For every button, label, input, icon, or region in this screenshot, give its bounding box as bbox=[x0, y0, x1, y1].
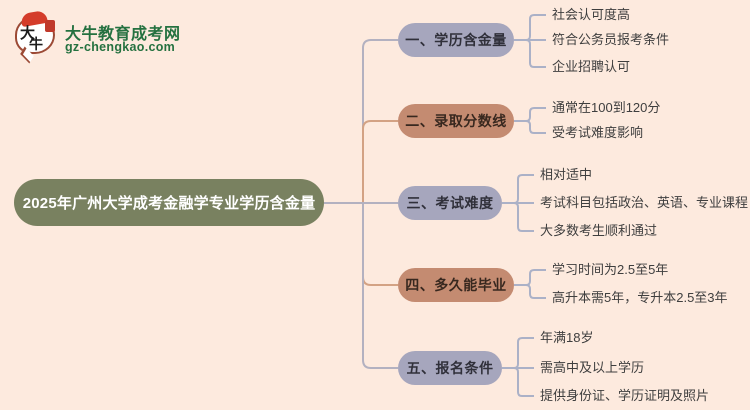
leaf-item: 社会认可度高 bbox=[552, 7, 631, 22]
leaf-item: 提供身份证、学历证明及照片 bbox=[540, 388, 710, 403]
leaf-item: 年满18岁 bbox=[540, 330, 594, 345]
wire-branch-1 bbox=[362, 39, 398, 203]
bracket-1-1 bbox=[514, 14, 546, 41]
leaf-item: 考试科目包括政治、英语、专业课程 bbox=[540, 195, 749, 210]
leaf-item: 大多数考生顺利通过 bbox=[540, 223, 658, 238]
logo-bubble-char: 牛 bbox=[29, 36, 43, 52]
bracket-2-1 bbox=[514, 107, 546, 122]
site-url: gz-chengkao.com bbox=[65, 40, 176, 54]
leaf-item: 学习时间为2.5至5年 bbox=[552, 262, 669, 277]
leaf-item: 通常在100到120分 bbox=[552, 100, 661, 115]
leaf-item: 高升本需5年，专升本2.5至3年 bbox=[552, 290, 728, 305]
bracket-4-1 bbox=[514, 269, 546, 286]
wire-branch-2 bbox=[362, 120, 398, 203]
leaf-item: 相对适中 bbox=[540, 167, 593, 182]
root-node: 2025年广州大学成考金融学专业学历含金量 bbox=[14, 179, 324, 226]
branch-node-3: 三、考试难度 bbox=[398, 186, 502, 220]
branch-node-2: 二、录取分数线 bbox=[398, 104, 514, 138]
bracket-1-3 bbox=[514, 39, 546, 68]
logo-bubble-char: 大 bbox=[20, 25, 36, 42]
leaf-item: 企业招聘认可 bbox=[552, 59, 631, 74]
wire-branch-5 bbox=[362, 203, 398, 369]
leaf-item: 符合公务员报考条件 bbox=[552, 32, 670, 47]
leaf-item: 需高中及以上学历 bbox=[540, 360, 645, 375]
bracket-2-2 bbox=[514, 120, 546, 134]
site-name: 大牛教育成考网 bbox=[65, 26, 181, 43]
wire-branch-4 bbox=[362, 203, 398, 286]
bracket-4-2 bbox=[514, 284, 546, 299]
bracket-5-3 bbox=[502, 367, 534, 397]
bracket-5-1 bbox=[502, 337, 534, 369]
branch-node-4: 四、多久能毕业 bbox=[398, 268, 514, 302]
bracket-3-1 bbox=[502, 174, 534, 204]
logo-red-seal-icon bbox=[45, 20, 55, 32]
bracket-3-3 bbox=[502, 202, 534, 232]
branch-node-1: 一、学历含金量 bbox=[398, 23, 514, 57]
branch-node-5: 五、报名条件 bbox=[398, 351, 502, 385]
site-logo: 大 牛 大牛教育成考网 gz-chengkao.com bbox=[13, 8, 233, 64]
leaf-item: 受考试难度影响 bbox=[552, 125, 644, 140]
